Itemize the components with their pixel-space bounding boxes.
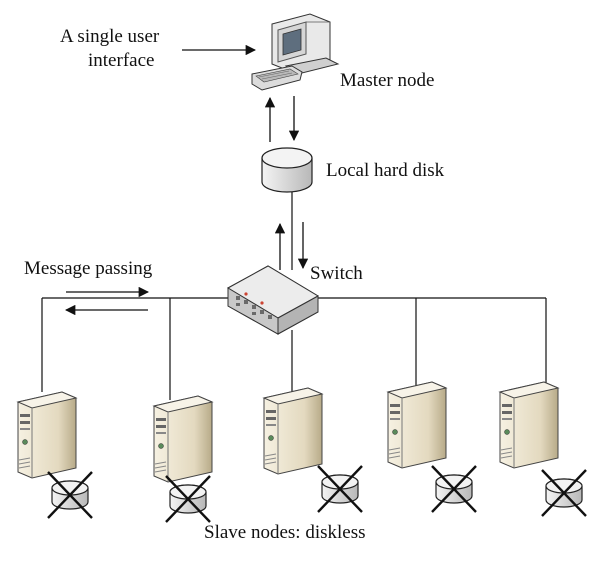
tower-server-icon: [499, 381, 559, 469]
user-interface-label-line2: interface: [88, 50, 155, 71]
crossed-disk-icon: [46, 470, 94, 520]
tower-server-icon: [153, 395, 213, 483]
user-interface-label-line1: A single user: [60, 26, 160, 47]
network-switch-icon: [226, 265, 320, 335]
slave-nodes-label: Slave nodes: diskless: [204, 522, 366, 543]
tower-server-icon: [17, 391, 77, 479]
local-disk-label: Local hard disk: [326, 160, 445, 181]
crossed-disk-icon: [164, 474, 212, 524]
tower-server-icon: [263, 387, 323, 475]
switch-label: Switch: [310, 263, 363, 284]
desktop-computer-icon: [251, 13, 340, 91]
hard-disk-icon: [261, 147, 313, 193]
crossed-disk-icon: [540, 468, 588, 518]
crossed-disk-icon: [430, 464, 478, 514]
master-node-label: Master node: [340, 70, 435, 91]
tower-server-icon: [387, 381, 447, 469]
crossed-disk-icon: [316, 464, 364, 514]
message-passing-label: Message passing: [24, 258, 153, 279]
